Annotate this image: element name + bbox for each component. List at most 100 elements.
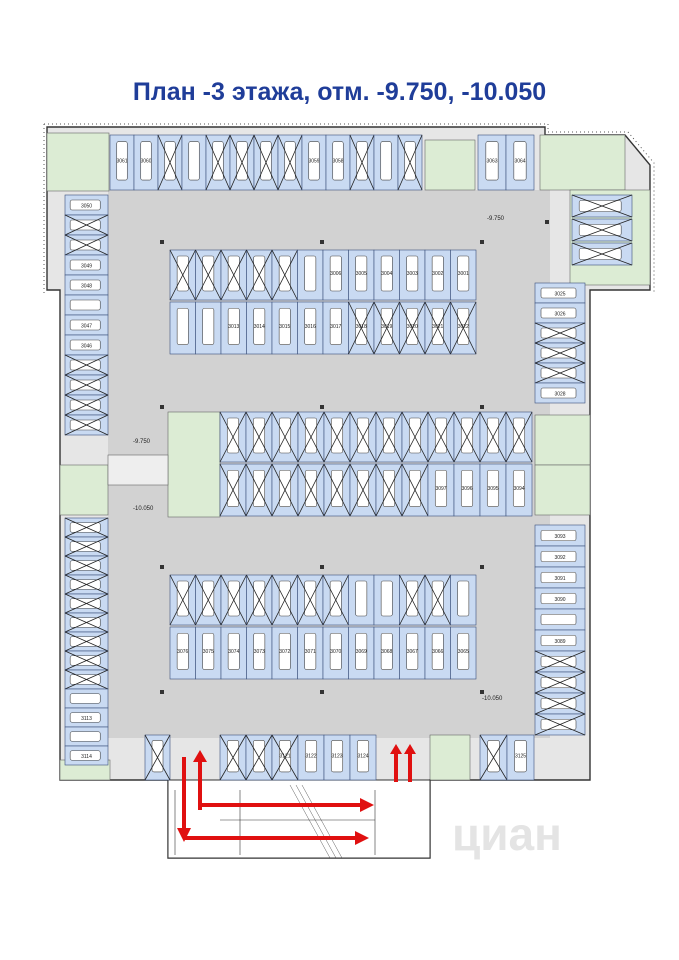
parking-spot — [195, 574, 222, 626]
car-icon — [69, 239, 101, 251]
parking-spot — [399, 574, 426, 626]
parking-spot: 3025 — [534, 282, 586, 304]
car-icon — [330, 740, 344, 773]
car-icon — [176, 307, 189, 345]
parking-spot: 3074 — [220, 626, 247, 680]
car-icon — [329, 632, 342, 670]
parking-spot: 3068 — [373, 626, 400, 680]
spot-number: 3004 — [381, 271, 392, 277]
car-icon — [69, 259, 101, 271]
car-icon — [486, 469, 500, 507]
spot-number: 3058 — [332, 159, 343, 165]
car-icon — [512, 417, 526, 454]
parking-spot — [64, 726, 109, 747]
car-icon — [540, 550, 577, 563]
car-icon — [202, 255, 215, 292]
car-icon — [457, 255, 470, 292]
parking-spot — [375, 411, 403, 463]
car-icon — [253, 580, 266, 617]
car-icon — [540, 697, 577, 710]
car-icon — [236, 141, 248, 181]
parking-spot: 3063 — [477, 134, 507, 191]
parking-spot — [219, 734, 247, 781]
watermark: циан — [452, 808, 562, 860]
spot-number: 3046 — [81, 343, 92, 349]
car-icon — [69, 617, 101, 628]
spot-number: 3095 — [487, 486, 498, 492]
parking-spot — [373, 574, 400, 626]
parking-spot — [373, 134, 399, 191]
parking-spot: 3058 — [325, 134, 351, 191]
spot-number: 3123 — [331, 754, 342, 760]
parking-spot — [195, 301, 222, 355]
parking-spot — [505, 411, 533, 463]
parking-spot — [424, 574, 451, 626]
car-icon — [304, 255, 317, 292]
parking-spot: 3113 — [64, 707, 109, 728]
parking-spot — [253, 134, 279, 191]
parking-spot: 3016 — [297, 301, 324, 355]
parking-spot — [450, 574, 477, 626]
parking-spot — [271, 574, 298, 626]
parking-spot — [246, 574, 273, 626]
car-icon — [513, 141, 527, 181]
spot-number: 3071 — [305, 649, 316, 655]
parking-spot: 3049 — [64, 254, 109, 276]
level-mark-top-right: -9.750 — [487, 216, 505, 222]
car-icon — [434, 469, 448, 507]
car-icon — [253, 255, 266, 292]
spot-number: 3059 — [308, 159, 319, 165]
car-icon — [540, 655, 577, 668]
car-icon — [355, 307, 368, 345]
car-icon — [406, 307, 419, 345]
car-icon — [487, 740, 500, 773]
parking-spot — [64, 650, 109, 671]
parking-spot — [220, 249, 247, 301]
parking-spot: 3048 — [64, 274, 109, 296]
room-right-mid — [534, 414, 591, 466]
parking-spot — [245, 411, 273, 463]
spot-number: 3094 — [513, 486, 524, 492]
parking-spot: 3125 — [506, 734, 535, 781]
parking-spot — [195, 249, 222, 301]
parking-spot — [245, 734, 273, 781]
spot-number: 3047 — [81, 323, 92, 329]
car-icon — [69, 560, 101, 571]
parking-spot — [246, 249, 273, 301]
spot-number: 3090 — [554, 597, 565, 603]
parking-spot — [401, 463, 429, 517]
parking-spot: 3013 — [220, 301, 247, 355]
car-icon — [252, 469, 266, 507]
spot-number: 3048 — [81, 283, 92, 289]
columns — [160, 220, 549, 694]
parking-spot: 3064 — [505, 134, 535, 191]
parking-spot — [64, 517, 109, 538]
parking-spot — [271, 411, 299, 463]
parking-spot: 3019 — [373, 301, 400, 355]
room-top-left — [46, 132, 110, 192]
car-icon — [253, 307, 266, 345]
stair-core-mid — [167, 411, 221, 518]
car-icon — [284, 141, 296, 181]
car-icon — [164, 141, 176, 181]
car-icon — [382, 417, 396, 454]
parking-spot — [64, 374, 109, 396]
parking-spot: 3061 — [109, 134, 135, 191]
car-icon — [188, 141, 200, 181]
parking-spot — [297, 249, 324, 301]
car-icon — [355, 255, 368, 292]
car-icon — [380, 307, 393, 345]
car-icon — [355, 632, 368, 670]
car-icon — [514, 740, 527, 773]
parking-spot — [322, 574, 349, 626]
car-icon — [356, 417, 370, 454]
parking-spot — [169, 249, 196, 301]
parking-spot — [479, 734, 508, 781]
parking-spot — [181, 134, 207, 191]
parking-spot — [64, 593, 109, 614]
car-icon — [332, 141, 344, 181]
parking-spot: 3091 — [534, 566, 586, 589]
parking-spot — [277, 134, 303, 191]
parking-spot: 3121 — [271, 734, 299, 781]
spot-number: 3089 — [554, 639, 565, 645]
